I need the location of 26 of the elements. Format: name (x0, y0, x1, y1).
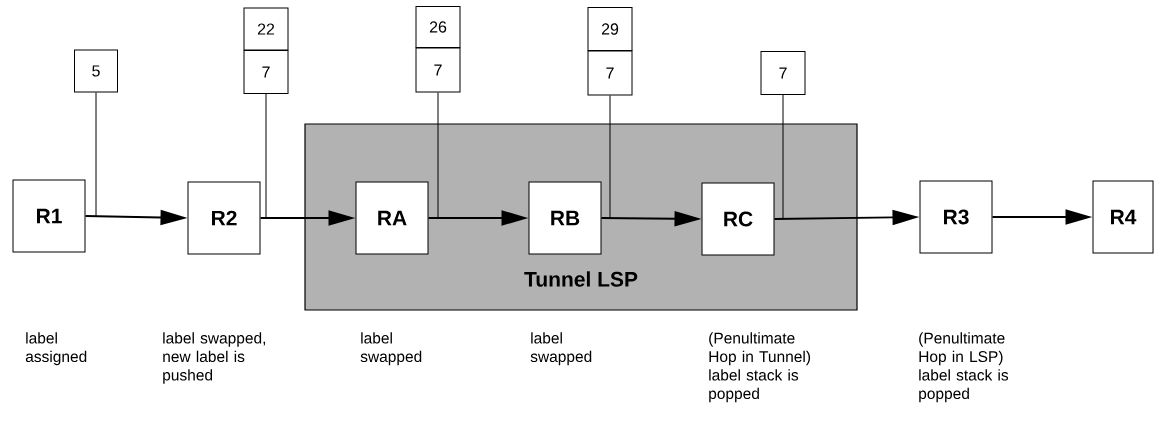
description-text: (Penultimate Hop in LSP) label stack is popped (919, 332, 1009, 403)
label-box: 7 (760, 51, 806, 95)
leader-line (95, 92, 97, 217)
label-box: 7 (243, 50, 289, 94)
router-box: R3 (919, 180, 993, 254)
router-box: R2 (187, 181, 261, 255)
description-text: label swapped (530, 332, 592, 366)
leader-line (609, 95, 611, 219)
router-box: RB (528, 181, 602, 255)
label-box: 22 (243, 7, 289, 51)
label-box: 29 (587, 7, 633, 51)
label-box: 5 (74, 49, 118, 93)
leader-line (265, 93, 267, 219)
description-text: label swapped (360, 332, 422, 366)
router-box: RC (701, 182, 775, 256)
description-text: (Penultimate Hop in Tunnel) label stack is popped (709, 332, 811, 403)
description-text: label swapped, new label is pushed (163, 332, 266, 384)
label-box: 7 (415, 47, 461, 93)
label-box: 7 (587, 50, 633, 96)
router-box: R4 (1092, 180, 1154, 254)
leader-line (437, 92, 439, 219)
description-text: label assigned (25, 332, 87, 366)
leader-line (782, 94, 784, 220)
label-box: 26 (415, 6, 461, 48)
router-box: RA (355, 181, 429, 255)
router-box: R1 (12, 179, 86, 253)
